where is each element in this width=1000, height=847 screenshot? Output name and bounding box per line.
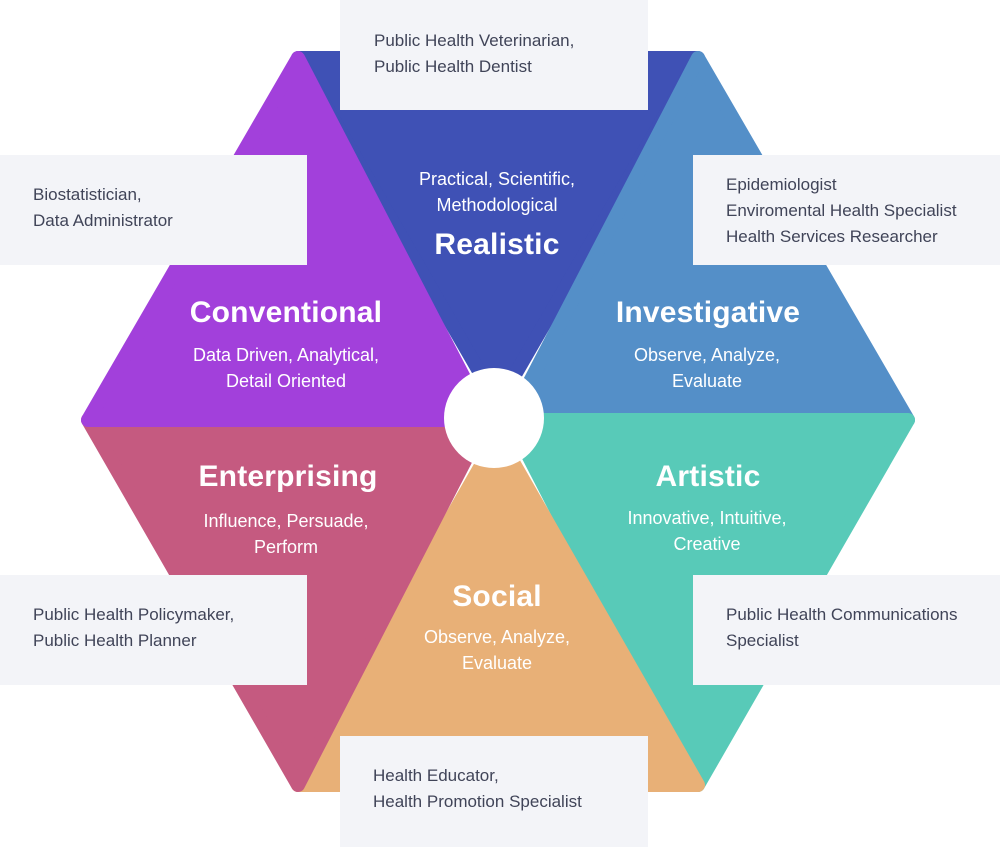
- card-line: Public Health Veterinarian,: [374, 31, 575, 50]
- enterprising-desc-line: Influence, Persuade,: [203, 511, 369, 531]
- card-line: Public Health Dentist: [374, 57, 532, 76]
- conventional-title: Conventional: [189, 296, 383, 329]
- card-social: Health Educator, Health Promotion Specia…: [340, 736, 648, 847]
- card-line: Health Services Researcher: [726, 227, 938, 246]
- card-line: Health Educator,: [373, 766, 499, 785]
- card-realistic: Public Health Veterinarian, Public Healt…: [340, 0, 648, 110]
- card-line: Public Health Planner: [33, 631, 197, 650]
- card-line: Specialist: [726, 631, 799, 650]
- conventional-desc-line: Detail Oriented: [225, 371, 347, 391]
- card-artistic: Public Health Communications Specialist: [693, 575, 1000, 685]
- card-line: Data Administrator: [33, 211, 173, 230]
- investigative-title: Investigative: [615, 296, 801, 329]
- enterprising-title: Enterprising: [198, 460, 378, 493]
- card-line: Health Promotion Specialist: [373, 792, 582, 811]
- card-conventional: Biostatistician, Data Administrator: [0, 155, 307, 265]
- card-line: Public Health Communications: [726, 605, 958, 624]
- social-desc-line: Observe, Analyze,: [423, 627, 571, 647]
- artistic-desc-line: Innovative, Intuitive,: [627, 508, 787, 528]
- artistic-desc-line: Creative: [673, 534, 741, 554]
- center-circle: [444, 368, 544, 468]
- card-line: Enviromental Health Specialist: [726, 201, 957, 220]
- card-line: Public Health Policymaker,: [33, 605, 235, 624]
- social-desc: Observe, Analyze, Evaluate: [424, 624, 570, 676]
- enterprising-desc: Influence, Persuade, Perform: [203, 508, 368, 560]
- realistic-desc-line: Methodological: [436, 195, 558, 215]
- conventional-desc: Data Driven, Analytical, Detail Oriented: [193, 342, 379, 394]
- social-desc-line: Evaluate: [461, 653, 533, 673]
- realistic-desc: Practical, Scientific, Methodological: [419, 166, 575, 218]
- conventional-desc-line: Data Driven, Analytical,: [192, 345, 380, 365]
- card-line: Biostatistician,: [33, 185, 142, 204]
- investigative-desc-line: Observe, Analyze,: [633, 345, 781, 365]
- realistic-desc-line: Practical, Scientific,: [418, 169, 576, 189]
- card-enterprising: Public Health Policymaker, Public Health…: [0, 575, 307, 685]
- investigative-desc-line: Evaluate: [671, 371, 743, 391]
- investigative-desc: Observe, Analyze, Evaluate: [634, 342, 780, 394]
- card-investigative: Epidemiologist Enviromental Health Speci…: [693, 155, 1000, 265]
- realistic-title: Realistic: [434, 228, 560, 261]
- artistic-desc: Innovative, Intuitive, Creative: [627, 505, 786, 557]
- artistic-title: Artistic: [655, 460, 761, 493]
- enterprising-desc-line: Perform: [253, 537, 318, 557]
- social-title: Social: [452, 580, 542, 613]
- card-line: Epidemiologist: [726, 175, 837, 194]
